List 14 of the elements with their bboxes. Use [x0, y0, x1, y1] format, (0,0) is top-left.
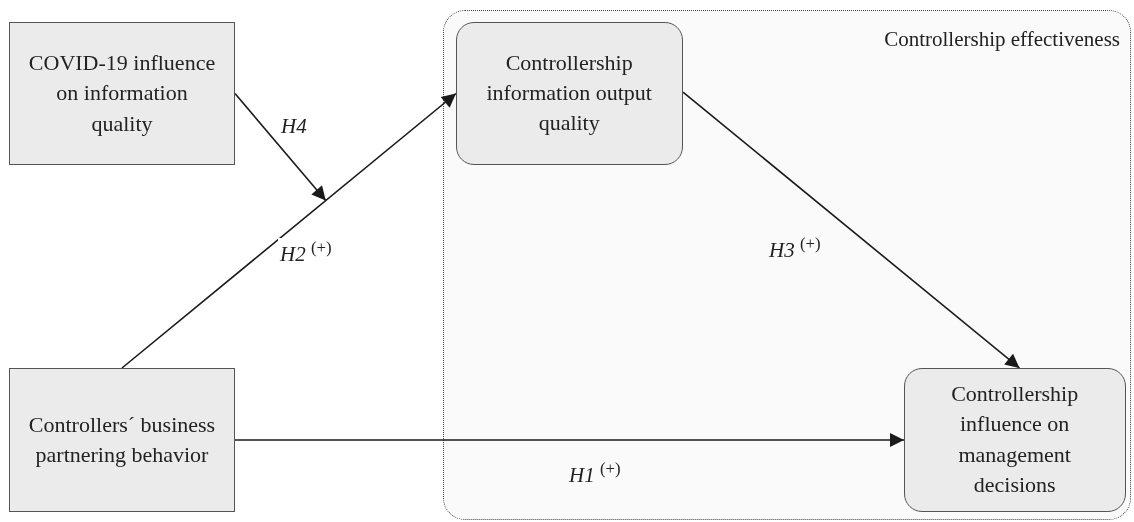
group-frame — [443, 10, 1131, 520]
arrow — [234, 92, 327, 202]
construct-box — [9, 368, 235, 512]
construct-label: Controllership influence on management decisions — [950, 379, 1080, 500]
construct-label: Controllership information output quality — [485, 48, 653, 138]
construct-box — [455, 21, 683, 165]
construct-box — [903, 367, 1126, 512]
construct-label: Controllers´ business partnering behavior — [27, 410, 217, 469]
arrow — [234, 433, 905, 447]
construct-label: COVID-19 influence on information quality — [27, 48, 217, 138]
construct-box — [9, 22, 235, 165]
group-title: Controllership effectiveness — [884, 27, 1120, 52]
arrow — [682, 91, 1021, 369]
arrow — [121, 92, 457, 369]
